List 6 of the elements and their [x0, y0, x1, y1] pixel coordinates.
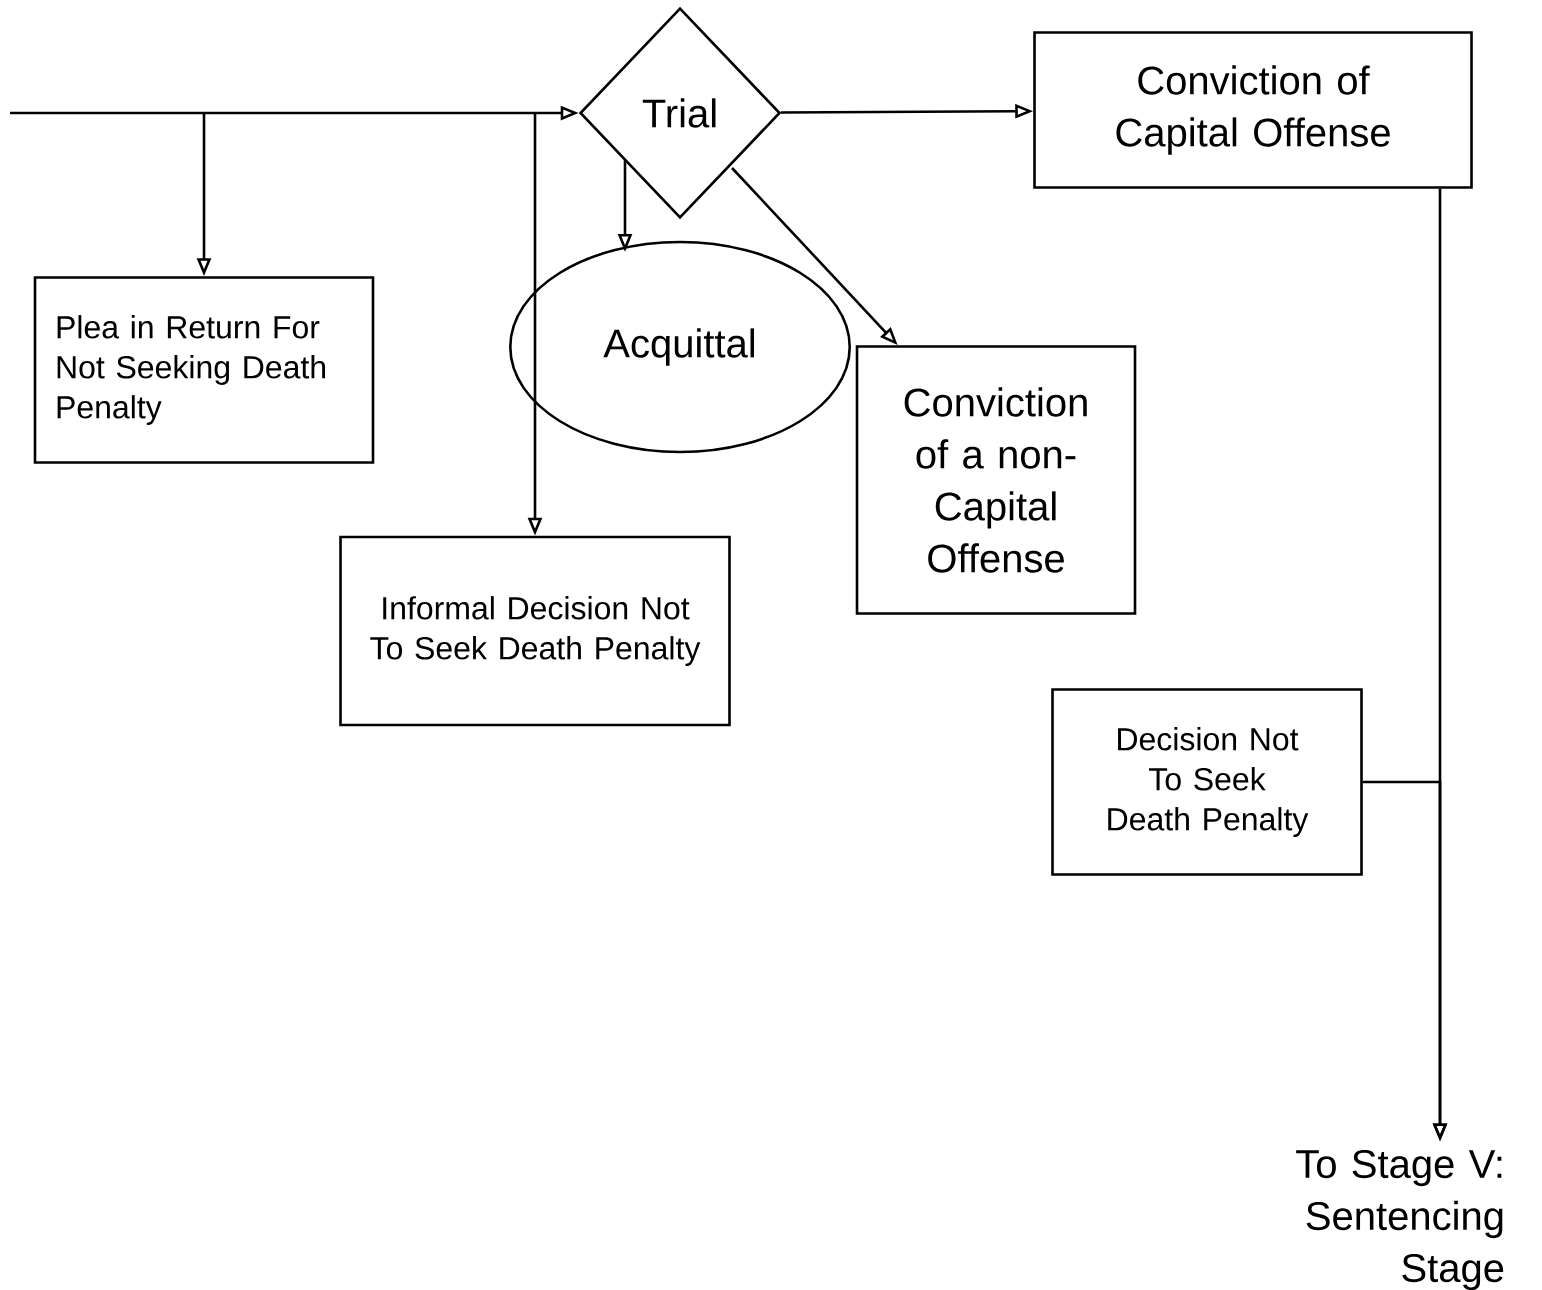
destination-label: To Stage V: Sentencing Stage	[1296, 1149, 1504, 1290]
process-box: Decision Not To Seek Death Penalty	[1051, 688, 1363, 876]
process-box: Conviction of a non-Capital Offense	[855, 345, 1137, 615]
process-box: Conviction of Capital Offense	[1033, 31, 1473, 189]
process-box: Informal Decision Not To Seek Death Penalty	[339, 535, 731, 727]
process-box: Plea in Return For Not Seeking Death Penalty	[33, 276, 375, 464]
